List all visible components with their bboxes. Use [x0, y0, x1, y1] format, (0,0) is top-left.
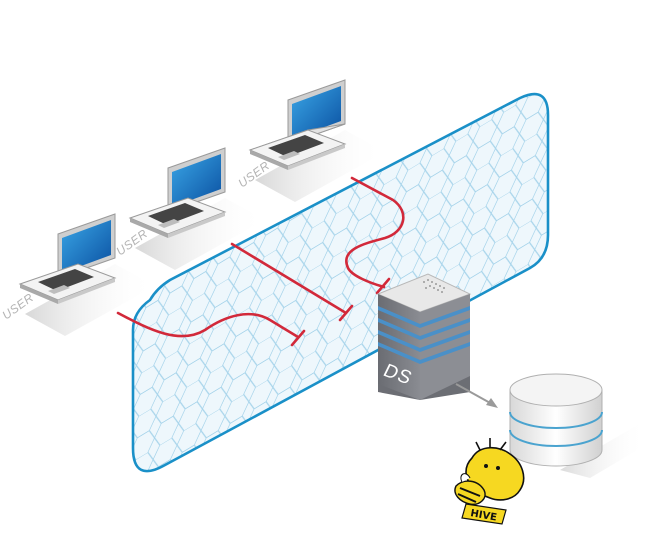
connection-lines [116, 176, 405, 347]
server-vents [423, 279, 445, 293]
laptop-icon [248, 79, 385, 202]
database[interactable] [509, 373, 646, 478]
laptop-user-1[interactable]: USER [0, 213, 155, 336]
user-label: USER [0, 290, 36, 322]
connection-end-user-1 [290, 329, 306, 347]
connection-end-user-3 [375, 277, 391, 295]
server-icon [376, 273, 472, 400]
connection-line-user-2 [230, 242, 348, 315]
laptop-icon [128, 147, 265, 270]
data-flow-arrow [455, 383, 498, 408]
database-icon [509, 373, 646, 478]
laptop-icon [18, 213, 155, 336]
hive-logo-icon [454, 438, 525, 525]
hive-logo: HIVE [454, 438, 525, 525]
connection-line-user-3 [345, 176, 405, 289]
server-stripes [378, 306, 470, 364]
data-server[interactable]: DS [376, 273, 472, 400]
hive-label: HIVE [469, 508, 497, 523]
firewall-shield [131, 92, 550, 473]
connection-end-user-2 [338, 304, 354, 322]
user-label: USER [114, 226, 151, 258]
connection-line-user-1 [116, 311, 300, 339]
